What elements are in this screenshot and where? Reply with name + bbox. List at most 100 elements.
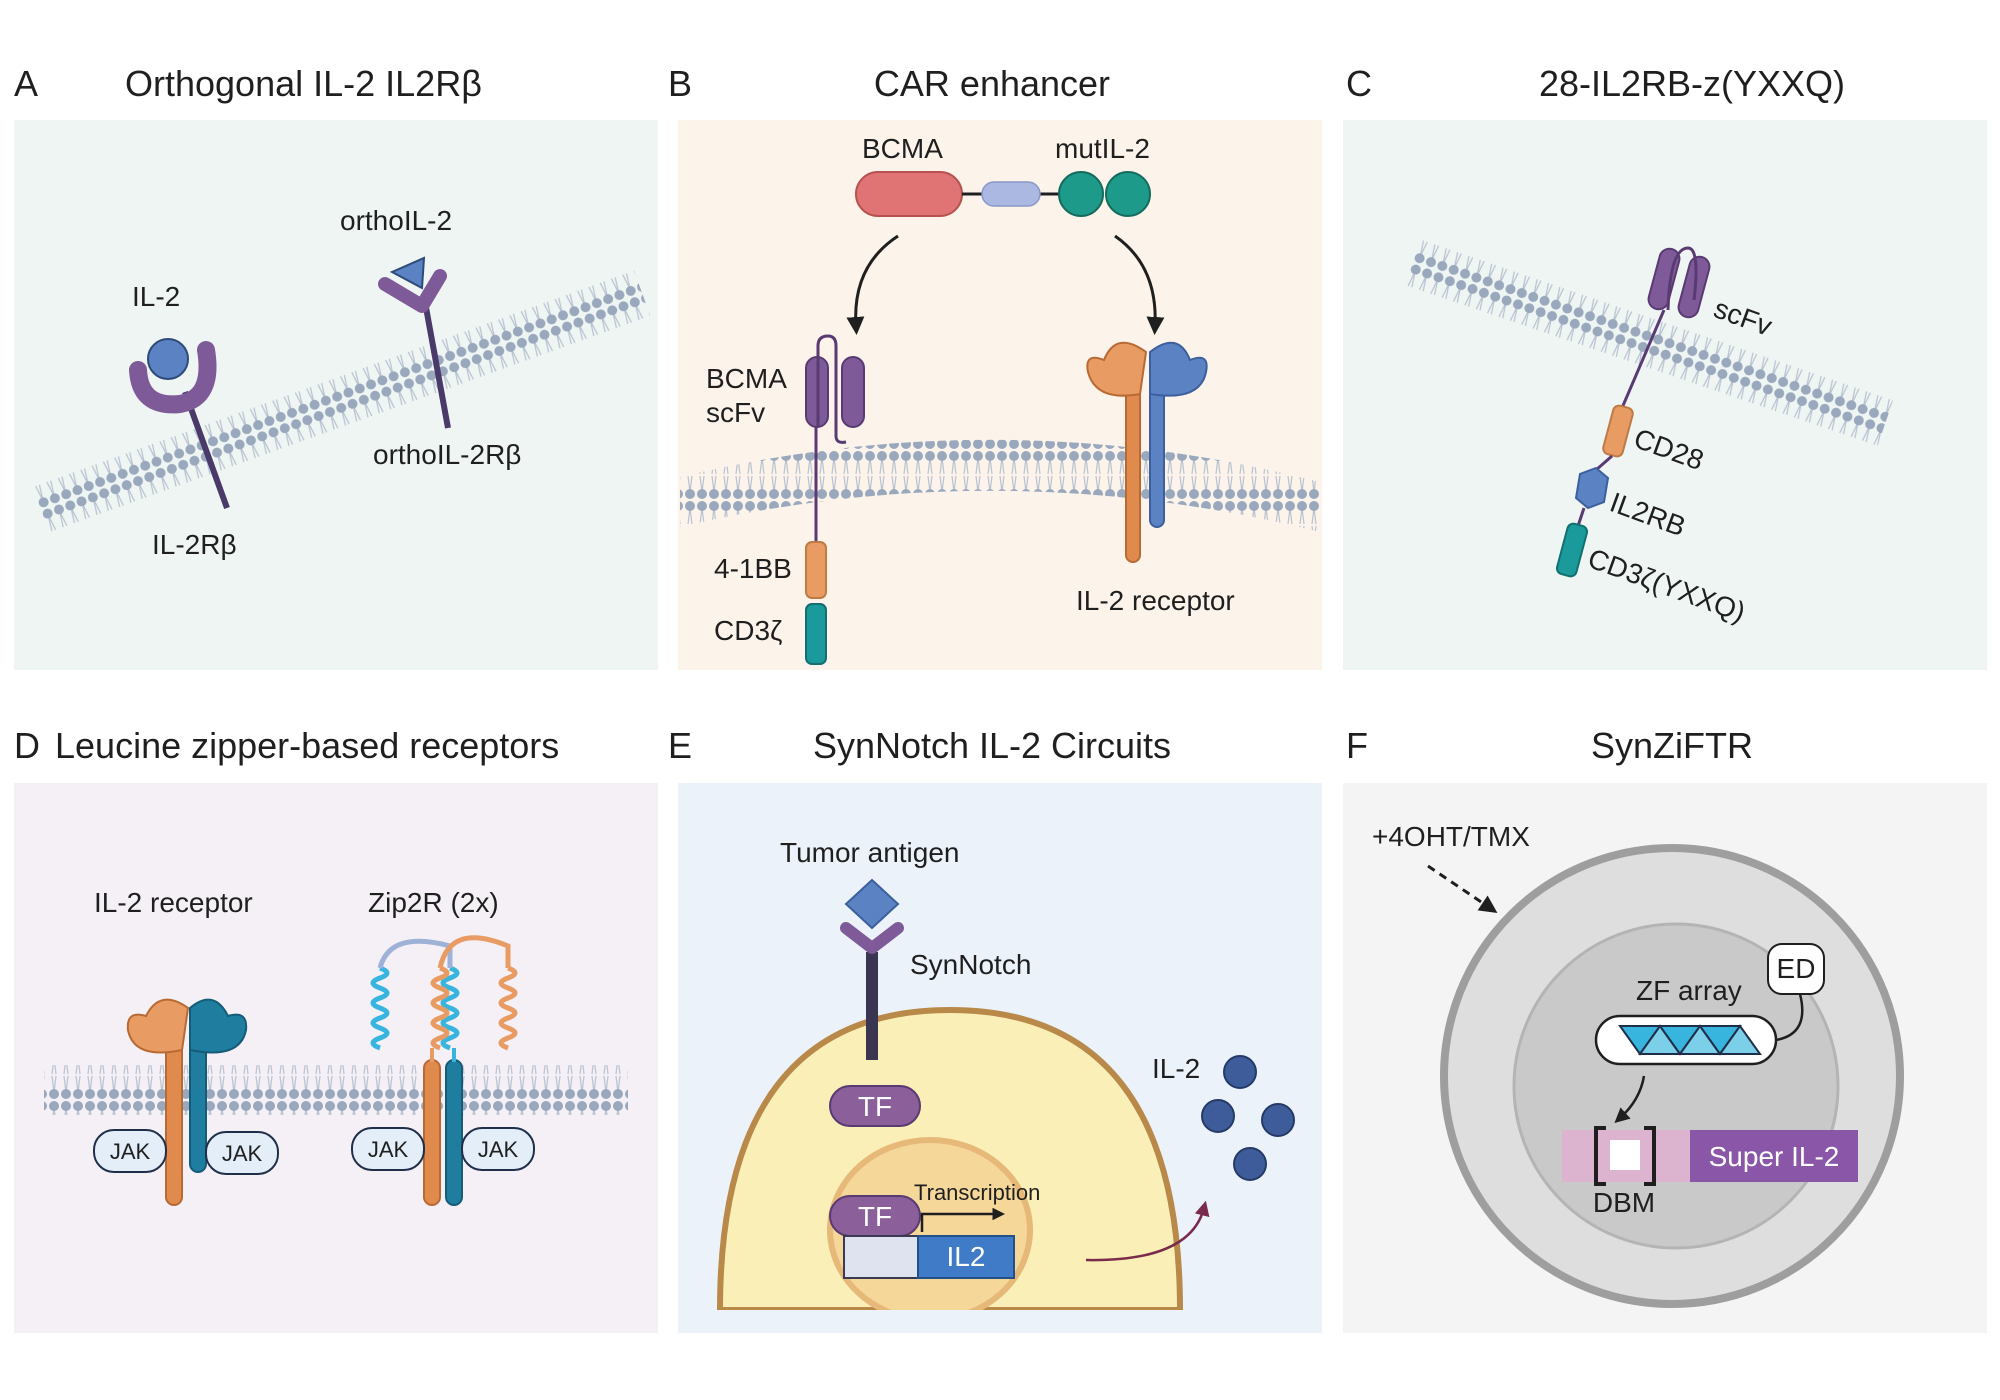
il2-molecule-1 (1223, 1055, 1257, 1089)
label-cd3z: CD3ζ (714, 615, 782, 646)
il2rb-cup (129, 341, 217, 414)
scfv-left (1647, 247, 1681, 311)
label-il2-receptor: IL-2 receptor (1076, 585, 1235, 616)
label-mutil2: mutIL-2 (1055, 133, 1150, 164)
il2r-orange-head (126, 998, 190, 1054)
label-super-il2: Super IL-2 (1709, 1141, 1840, 1172)
mutil2-sphere-2 (1105, 171, 1151, 217)
il2-molecule-3 (1261, 1103, 1295, 1137)
il2-molecule-4 (1233, 1147, 1267, 1181)
dbm-bracket-left (1594, 1126, 1606, 1186)
il2r-blue-stalk (189, 1039, 207, 1173)
label-il2-receptor: IL-2 receptor (94, 887, 253, 918)
ortho-il2-triangle (389, 256, 426, 290)
car-construct (1555, 246, 1711, 578)
label-il2rb: IL-2Rβ (152, 529, 237, 560)
car-41bb (805, 541, 827, 599)
il2r-orange-head (1086, 341, 1148, 397)
panel-d-background (14, 783, 658, 1333)
panel-d-diagram: JAK JAK IL-2 receptor JAK JAK Zip2R (2x) (44, 887, 628, 1206)
cd28-domain (1602, 404, 1634, 458)
ortho-il2rb-y (378, 269, 447, 313)
panel-a-title: Orthogonal IL-2 IL2Rβ (125, 63, 482, 104)
il2rb-domain (1574, 466, 1610, 510)
panel-a-diagram: IL-2 orthoIL-2 IL-2Rβ orthoIL-2Rβ (31, 205, 651, 560)
il2-cytokine (147, 338, 189, 380)
jak-box-2 (205, 1131, 279, 1175)
linker-3 (1576, 507, 1586, 527)
label-ed: ED (1777, 953, 1816, 984)
zip-helix-orange-right (498, 965, 518, 1051)
il2-molecule-2 (1201, 1099, 1235, 1133)
linker-domain (981, 181, 1041, 207)
panel-e-diagram: Tumor antigen SynNotch TF TF IL2 Transcr… (716, 837, 1295, 1310)
label-synnotch: SynNotch (910, 949, 1031, 980)
il2r-orange-stalk (165, 1039, 183, 1206)
cd3z-domain (1555, 522, 1589, 578)
panel-f-letter: F (1346, 725, 1368, 766)
label-zf-array: ZF array (1636, 975, 1742, 1006)
car-cd3z (805, 603, 827, 665)
label-tumor-antigen: Tumor antigen (780, 837, 960, 868)
label-il2-gene: IL2 (947, 1241, 986, 1272)
label-dbm: DBM (1593, 1187, 1655, 1218)
label-bcma-scfv-line2: scFv (706, 397, 765, 428)
panel-c-letter: C (1346, 63, 1372, 104)
zip-blue-stalk (445, 1059, 463, 1206)
zip-loop-orange (437, 935, 511, 969)
ortho-il2rb-stalk (422, 301, 451, 429)
label-jak-3: JAK (368, 1137, 409, 1162)
il2r-blue-head (1149, 341, 1208, 397)
arrow-to-car (846, 234, 899, 335)
promoter-box (843, 1235, 919, 1279)
label-jak-4: JAK (478, 1137, 519, 1162)
zip-helix-orange-left (430, 965, 450, 1051)
il2r-blue-stalk (1149, 381, 1165, 528)
panel-b-diagram: BCMA mutIL-2 BCMA scFv 4-1BB CD3ζ IL-2 r… (680, 133, 1320, 665)
ed-connector (1775, 993, 1804, 1042)
label-zip2r: Zip2R (2x) (368, 887, 499, 918)
label-ortho-il2rb: orthoIL-2Rβ (373, 439, 521, 470)
secretion-arrow (1085, 1200, 1210, 1262)
dbm-motif (1610, 1140, 1640, 1170)
ed-box (1767, 943, 1825, 995)
il2-gene-box (917, 1235, 1015, 1279)
membrane (44, 1065, 628, 1115)
panel-e-title: SynNotch IL-2 Circuits (813, 725, 1171, 766)
il2r-blue-head (189, 998, 248, 1054)
jak-box-4 (461, 1127, 535, 1171)
label-41bb: 4-1BB (714, 553, 792, 584)
arrow-to-il2r (1114, 234, 1165, 335)
zf-triangles (1618, 1024, 1762, 1056)
label-il2: IL-2 (132, 281, 180, 312)
label-bcma-scfv-line1: BCMA (706, 363, 787, 394)
tf-cytoplasm (829, 1085, 921, 1127)
zip-helix-cyan-right (440, 965, 460, 1051)
panel-b-background (678, 120, 1322, 670)
car-hinge (816, 334, 847, 444)
zip-helix-cyan-left (370, 965, 390, 1051)
linker-2 (1595, 454, 1613, 472)
label-jak-2: JAK (222, 1141, 263, 1166)
membrane (31, 269, 651, 534)
jak-box-3 (351, 1127, 425, 1171)
label-treatment: +4OHT/TMX (1372, 821, 1530, 852)
scfv-linker (1666, 246, 1698, 311)
label-jak-1: JAK (110, 1139, 151, 1164)
mutil2-sphere-1 (1058, 171, 1104, 217)
zf-binding-arrow (1614, 1075, 1646, 1124)
panel-f-diagram: +4OHT/TMX ZF array ED Super IL-2 DBM (1372, 821, 1904, 1308)
label-tf-2: TF (858, 1201, 892, 1232)
synnotch-stalk (866, 952, 878, 1060)
treatment-arrow (1427, 864, 1498, 914)
panel-d-title: Leucine zipper-based receptors (55, 725, 559, 766)
dbm-bracket-right (1644, 1126, 1656, 1186)
il2r-orange-stalk (1125, 381, 1141, 563)
panel-c-title: 28-IL2RB-z(YXXQ) (1539, 63, 1845, 104)
zip-orange-stalk (423, 1059, 441, 1206)
label-ortho-il2: orthoIL-2 (340, 205, 452, 236)
label-il2: IL-2 (1152, 1053, 1200, 1084)
panel-a-letter: A (14, 63, 38, 104)
super-il2-gene (1690, 1130, 1858, 1182)
